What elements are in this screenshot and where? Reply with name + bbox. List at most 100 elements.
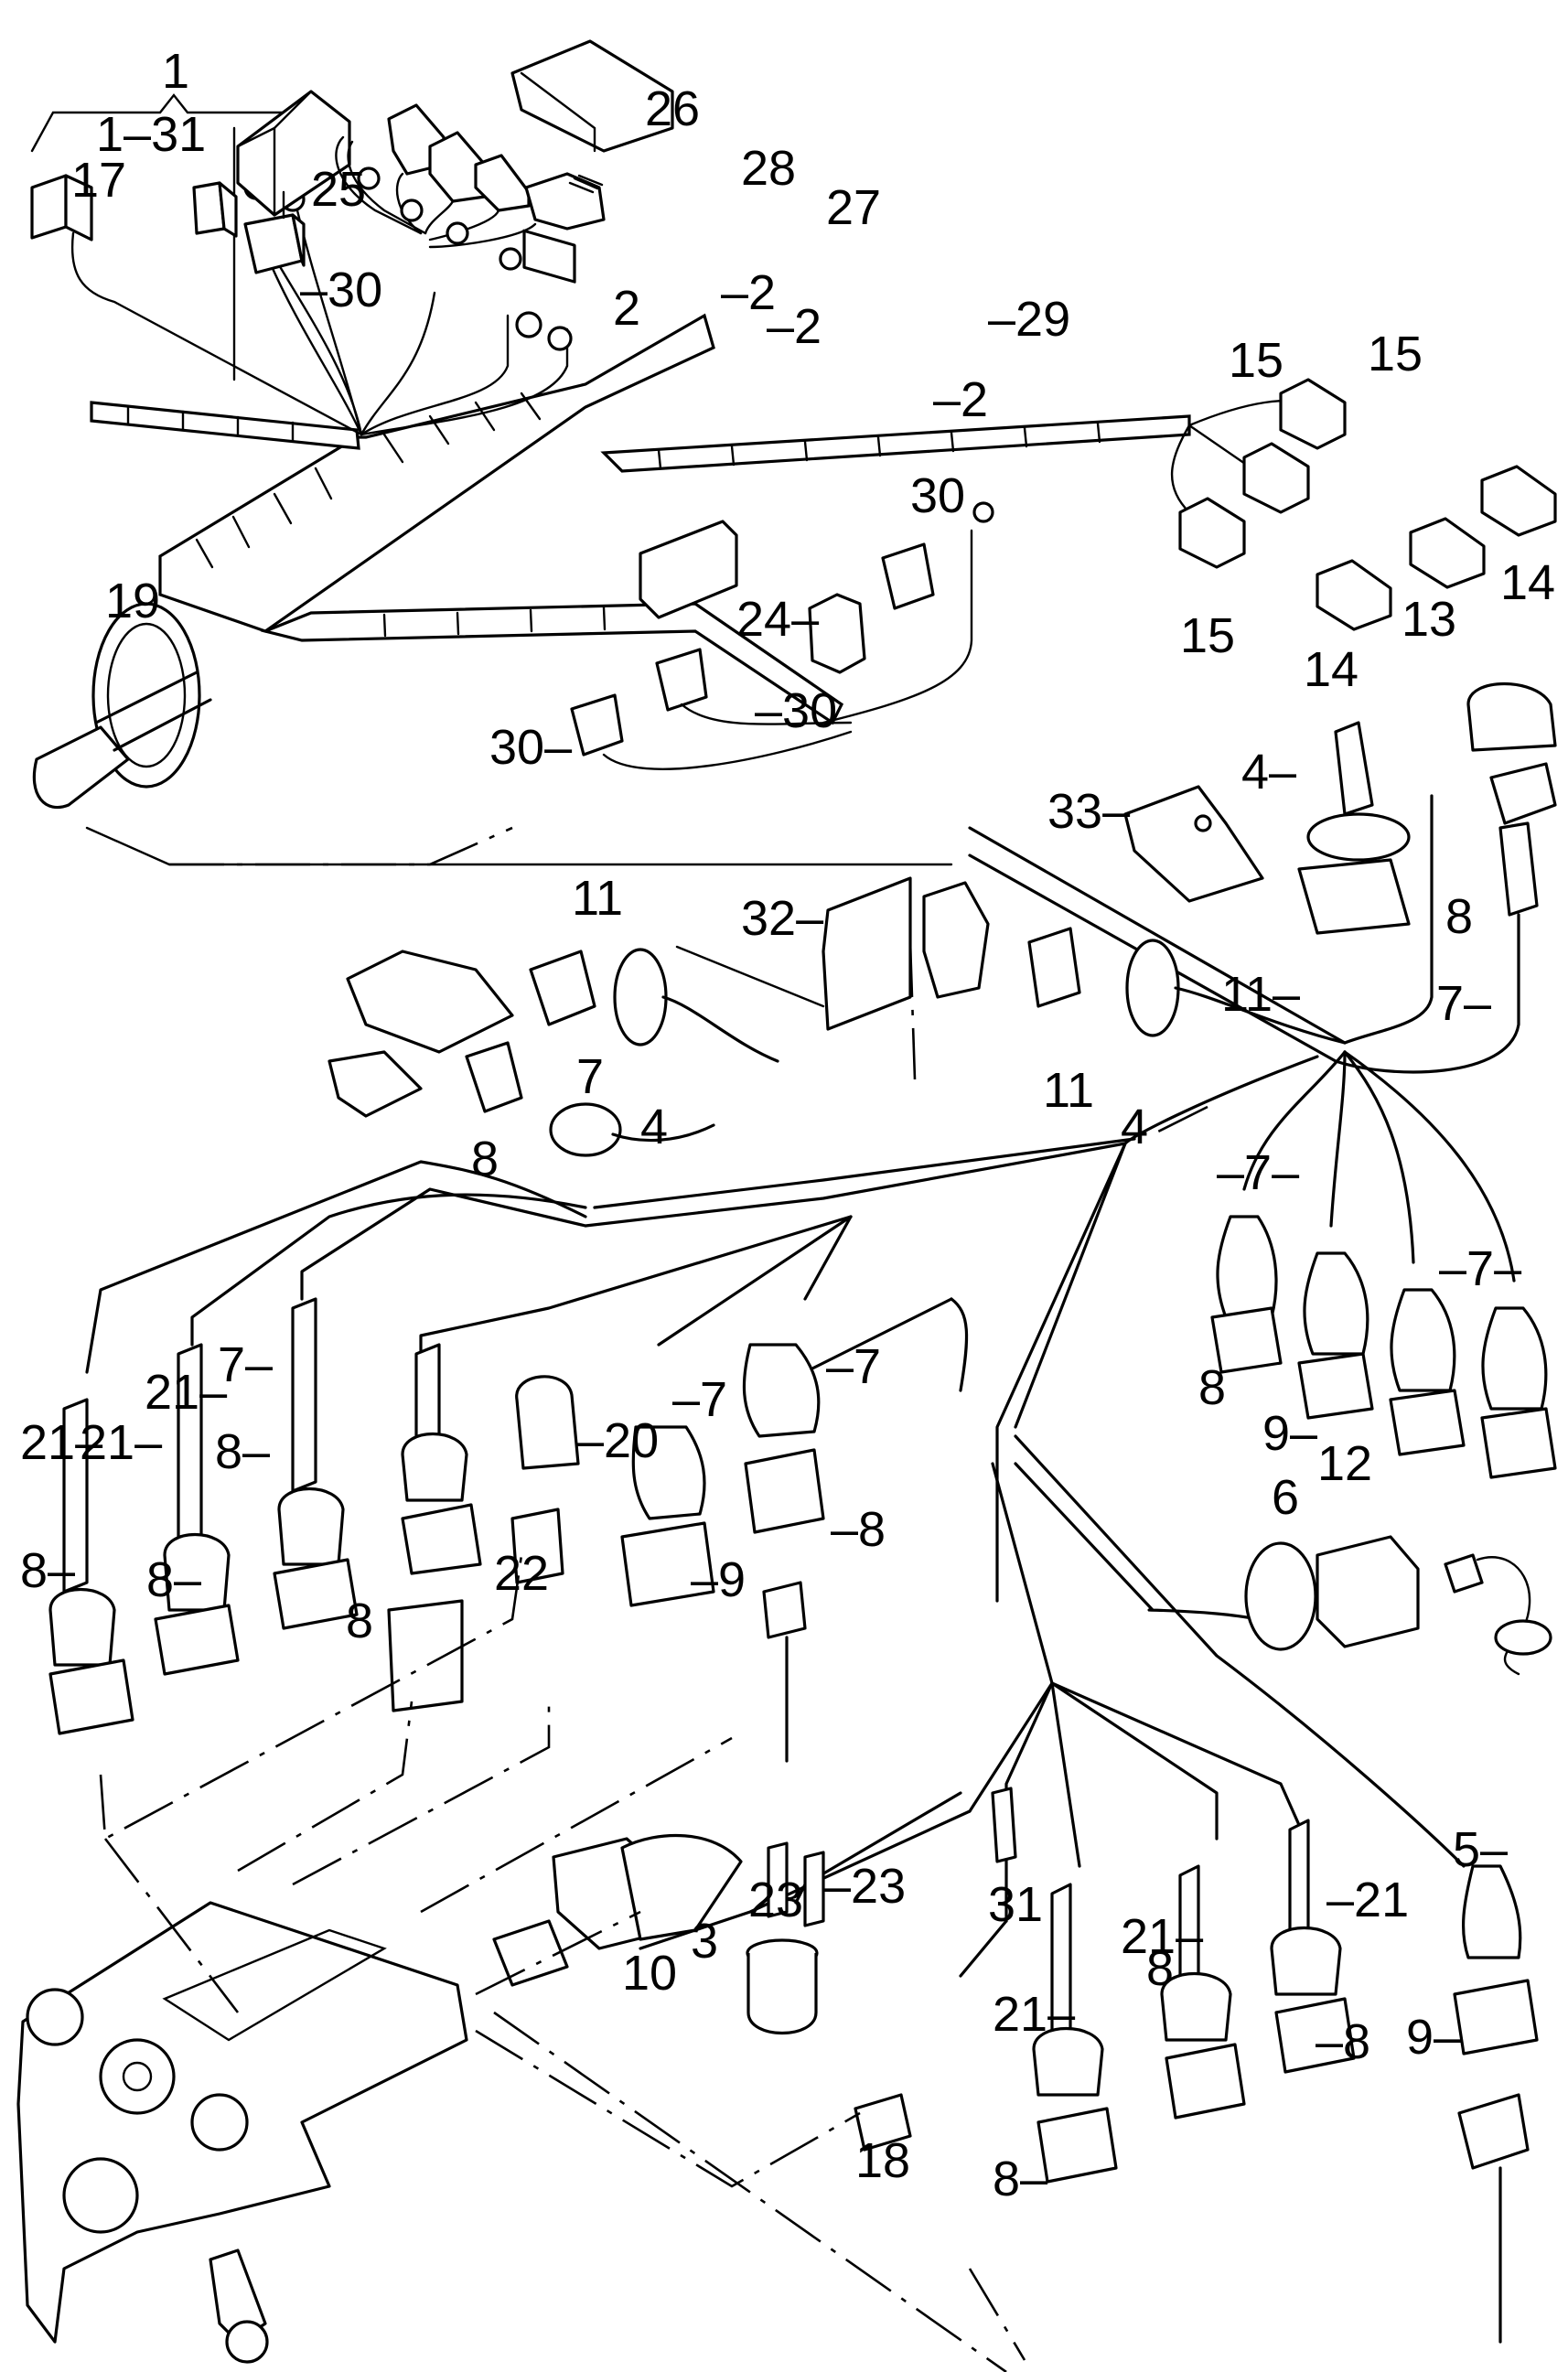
callout-7: 7 <box>576 1049 604 1104</box>
callout-30: –30 <box>755 683 837 738</box>
engine-intake-manifold <box>16 1901 468 2364</box>
callout-6: 6 <box>1272 1470 1299 1525</box>
callout-8: 8 <box>1146 1941 1174 1996</box>
callout-1-31: 1–31 <box>96 107 206 162</box>
callout-2: –2 <box>767 299 822 354</box>
callout-12: 12 <box>1317 1436 1372 1491</box>
callout-25: 25 <box>311 162 366 217</box>
callout-21: 21– <box>20 1415 102 1470</box>
callout-9: –9 <box>691 1552 746 1607</box>
callout-21: 21– <box>1121 1909 1203 1964</box>
callout-9: 9– <box>1262 1406 1317 1461</box>
middle-harness <box>584 794 1520 1603</box>
callout-31: 31 <box>988 1877 1043 1932</box>
lower-center-parts <box>492 1787 1017 2152</box>
valve-20-22 <box>387 1375 580 1712</box>
callout-15: 15 <box>1180 608 1235 663</box>
callout-7: 7– <box>1436 976 1491 1031</box>
callout-18: 18 <box>855 2133 910 2188</box>
engine-control-unit <box>510 39 674 284</box>
sensor-6-12 <box>1244 1535 1552 1676</box>
callout-21: 21– <box>145 1365 227 1420</box>
callout-3: 3 <box>691 1914 718 1969</box>
callout-4: 4 <box>1121 1100 1148 1154</box>
callout-11: 11 <box>1043 1063 1094 1118</box>
callout-9: 9– <box>1406 2010 1461 2065</box>
callout-8: –8 <box>831 1502 886 1557</box>
relay-25 <box>192 181 238 238</box>
callout-26: 26 <box>645 81 700 136</box>
callout-21: 21– <box>80 1415 162 1470</box>
connector-boots <box>1210 1215 1557 1479</box>
callout-7: –7– <box>1217 1145 1299 1200</box>
callout-23: 23 <box>748 1873 803 1927</box>
relay-cluster-wires <box>335 135 537 271</box>
callout-19: 19 <box>105 574 160 628</box>
callout-17: 17 <box>71 153 126 208</box>
callout-4: 4 <box>640 1100 668 1154</box>
left-harness-branches <box>85 1160 969 1411</box>
callout-32: 32– <box>741 891 823 946</box>
callout-8: 8 <box>1198 1360 1226 1415</box>
callout-4: 4– <box>1241 745 1296 800</box>
callout-29: –29 <box>988 292 1070 347</box>
callout-30: 30– <box>489 720 572 775</box>
connector-group-24-30 <box>85 501 994 866</box>
bracket-33 <box>1123 785 1264 903</box>
callout-13: 13 <box>1402 592 1456 647</box>
callout-7: –7 <box>672 1372 727 1427</box>
callout-8: 8 <box>1445 889 1473 944</box>
relay-cluster <box>387 103 606 231</box>
sensor-11-4-left <box>328 948 779 1157</box>
sensor-11-4-right <box>1027 927 1347 1045</box>
callout-24: 24– <box>736 592 819 647</box>
sensor-11-4-top-right <box>1297 682 1557 935</box>
main-harness-upper <box>90 313 1191 725</box>
callout-21: 21– <box>993 1987 1075 2042</box>
callout-2: –2 <box>721 265 776 320</box>
callout-23: –23 <box>823 1859 906 1914</box>
callout-14: 14 <box>1500 555 1555 610</box>
callout-30: 30 <box>910 468 965 523</box>
callout-20: –20 <box>576 1413 659 1468</box>
callout-7: –7– <box>1439 1241 1521 1296</box>
center-connectors <box>620 1343 825 1763</box>
callout-labels: 1 1–31 17 25 –30 26 28 27 2 –2 –2 –29 –2… <box>20 44 1555 2206</box>
callout-14: 14 <box>1304 642 1359 697</box>
relays-14-13 <box>1316 465 1557 631</box>
callout-11: 11– <box>1221 967 1300 1022</box>
callout-8: –8 <box>1316 2014 1370 2069</box>
callout-8: 8 <box>346 1594 373 1648</box>
relays-15 <box>1170 378 1347 569</box>
callout-8: 8– <box>20 1543 75 1598</box>
callout-22: 22 <box>494 1546 549 1601</box>
injector-connectors-left <box>48 1297 482 1735</box>
bracket-32 <box>675 876 990 1031</box>
callout-2: 2 <box>613 281 640 336</box>
callout-15: 15 <box>1368 327 1423 381</box>
callout-27: 27 <box>826 180 881 235</box>
callout-10: 10 <box>622 1946 677 2001</box>
injector-connectors-right <box>1032 1819 1539 2344</box>
callout-33: 33– <box>1047 784 1130 839</box>
callout-8: 8– <box>146 1552 201 1607</box>
callout-11: 11 <box>572 871 623 926</box>
connector-17 <box>30 174 363 436</box>
bulkhead-connector-19 <box>32 602 212 810</box>
leader-lines <box>99 941 1208 2372</box>
callout-8: 8– <box>215 1424 270 1479</box>
callout-5: 5– <box>1453 1822 1508 1877</box>
callout-7: 7– <box>218 1337 273 1392</box>
callout-2: –2 <box>933 372 988 427</box>
callout-8: 8 <box>471 1132 499 1186</box>
callout-1: 1 <box>162 44 189 99</box>
relay-30-top <box>243 190 306 274</box>
callout-21: –21 <box>1326 1873 1409 1927</box>
callout-28: 28 <box>741 141 796 196</box>
callout-8: 8– <box>993 2152 1047 2206</box>
callout-15: 15 <box>1229 333 1283 388</box>
callout-30: –30 <box>300 263 382 317</box>
callout-7: –7 <box>826 1339 881 1394</box>
